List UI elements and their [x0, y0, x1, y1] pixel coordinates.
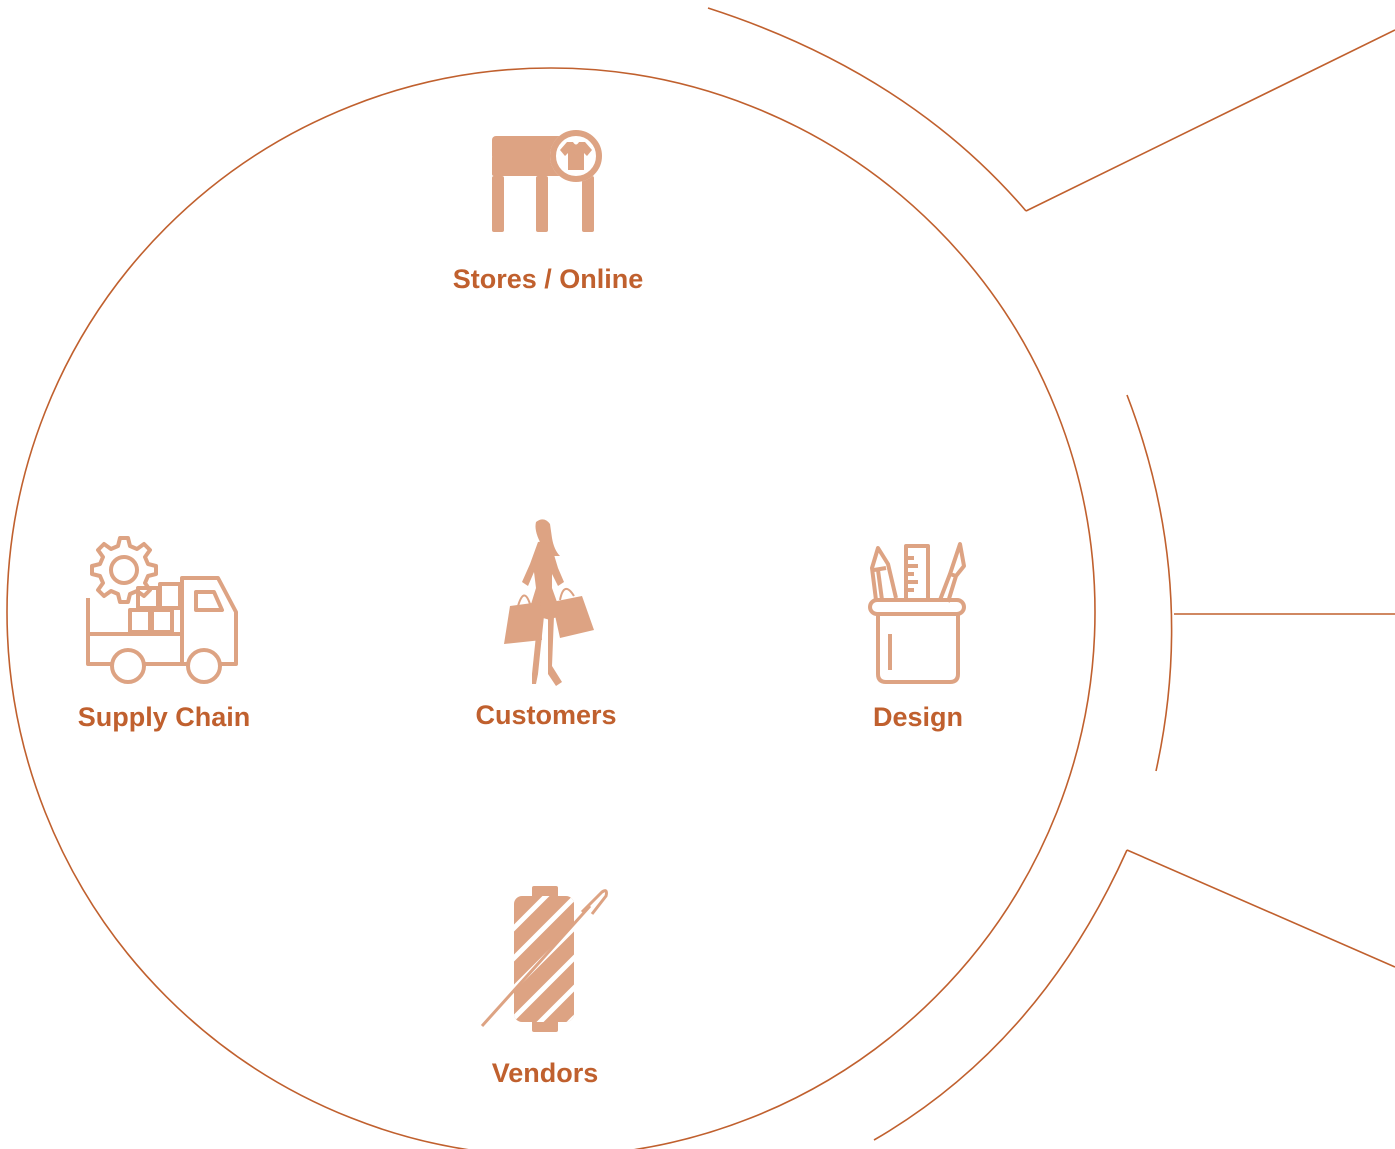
node-design: Design — [768, 540, 1068, 731]
connector-line-top — [1025, 29, 1395, 212]
node-label-customers: Customers — [475, 700, 617, 730]
pencil-cup-icon — [868, 542, 966, 684]
node-label-supply-chain: Supply Chain — [77, 702, 251, 732]
outer-arc-top — [707, 7, 1027, 212]
node-customers: Customers — [396, 516, 696, 729]
thread-spool-needle-icon — [480, 886, 608, 1032]
main-circle — [6, 67, 1096, 1149]
node-label-stores: Stores / Online — [452, 264, 644, 294]
connector-line-bottom — [1126, 849, 1395, 968]
node-vendors: Vendors — [395, 884, 695, 1087]
delivery-truck-gear-icon — [86, 536, 238, 684]
shopper-woman-icon — [504, 519, 594, 686]
store-shirt-icon — [492, 130, 602, 232]
outer-arc-bottom — [873, 849, 1128, 1141]
node-label-design: Design — [872, 702, 964, 732]
node-stores-online: Stores / Online — [398, 122, 698, 293]
node-label-vendors: Vendors — [491, 1058, 599, 1088]
outer-arc-middle — [1126, 394, 1173, 772]
node-supply-chain: Supply Chain — [14, 532, 314, 731]
